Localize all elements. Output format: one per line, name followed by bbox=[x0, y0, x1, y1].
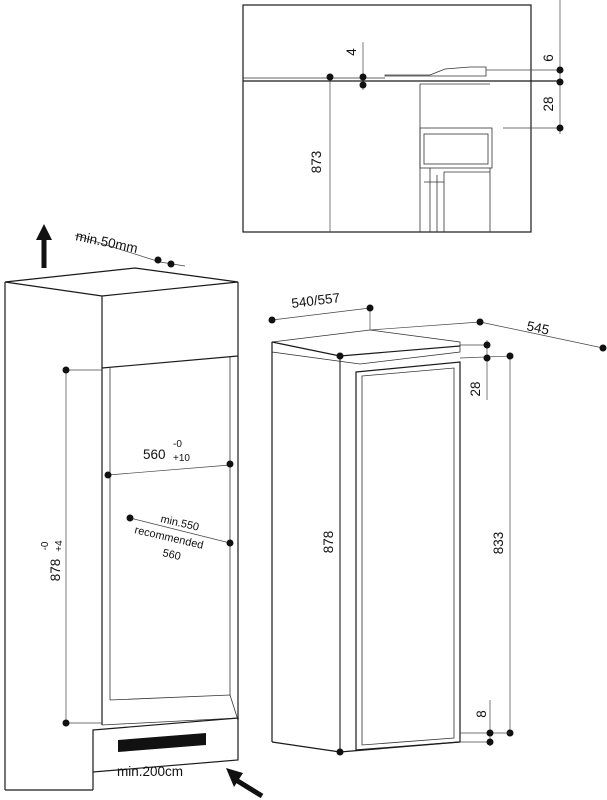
niche-depth-dot-a bbox=[126, 514, 134, 522]
appliance-bottom-edge bbox=[271, 741, 341, 753]
inset-dim-873-dot bbox=[326, 73, 334, 81]
appliance-height-dot-a bbox=[336, 352, 344, 360]
niche-width-line bbox=[107, 464, 231, 476]
niche-height-tol-top: -0 bbox=[40, 541, 51, 550]
inset-compartment bbox=[419, 127, 493, 169]
cabinet-top-face bbox=[4, 267, 239, 297]
niche-height-dot-b bbox=[62, 719, 70, 727]
appliance-width-line bbox=[271, 307, 371, 321]
appliance-width-dot-b bbox=[366, 304, 374, 312]
top-clearance-dot-a bbox=[154, 256, 162, 264]
appliance-depth-dot-a bbox=[476, 318, 484, 326]
appliance-width-dot-a bbox=[268, 316, 276, 324]
top-clearance-line bbox=[74, 234, 161, 263]
inset-hinge-bracket bbox=[384, 66, 487, 77]
appliance-depth-label: 545 bbox=[525, 318, 550, 337]
vent-opening-label: min.200cm bbox=[117, 764, 183, 779]
appliance-door-inner bbox=[361, 367, 455, 746]
vent-arrow-icon bbox=[226, 768, 243, 787]
up-arrow-icon bbox=[36, 224, 52, 240]
appliance-depth-line bbox=[479, 321, 604, 349]
top-clearance-label: min.50mm bbox=[74, 228, 139, 256]
niche-width-tol-bottom: +10 bbox=[173, 453, 190, 464]
inset-dim-6-dot-b bbox=[556, 78, 564, 86]
appliance-top-left bbox=[271, 341, 341, 357]
appliance-width-label: 540/557 bbox=[291, 290, 341, 311]
appliance-bottom-gap-label: 8 bbox=[474, 710, 489, 718]
niche-height-tol-bottom: +4 bbox=[54, 540, 65, 552]
cabinet-top-panel-bottom bbox=[101, 355, 239, 369]
inset-detail: 873 4 6 28 bbox=[242, 0, 564, 233]
appliance-gap-dot-a bbox=[483, 341, 491, 349]
appliance-top-face bbox=[271, 329, 461, 365]
niche-width-label: 560 bbox=[143, 447, 166, 462]
niche-width-dot-b bbox=[226, 460, 234, 468]
appliance-drawing: 540/557 545 28 833 878 8 bbox=[268, 290, 607, 756]
appliance-base bbox=[339, 741, 461, 753]
niche-height-dot-a bbox=[62, 366, 70, 374]
niche-depth-dot-b bbox=[226, 539, 234, 547]
inset-frame bbox=[242, 4, 532, 233]
niche-floor bbox=[101, 694, 239, 726]
inset-dim-873-label: 873 bbox=[309, 151, 324, 174]
inset-dim-28-label: 28 bbox=[541, 96, 556, 111]
appliance-height-dot-b bbox=[336, 748, 344, 756]
inset-dim-28-dot bbox=[556, 124, 564, 132]
appliance-gap-dot-b bbox=[483, 354, 491, 362]
niche-height-label: 878 bbox=[48, 559, 63, 582]
appliance-door bbox=[355, 361, 461, 751]
inset-dim-4-dot-a bbox=[359, 73, 367, 81]
inset-dim-4-label: 4 bbox=[344, 48, 359, 56]
appliance-door-height-label: 833 bbox=[491, 532, 506, 555]
top-clearance-dot-b bbox=[167, 260, 175, 268]
inset-dim-4-dot-b bbox=[359, 81, 367, 89]
appliance-top-front bbox=[339, 345, 461, 357]
vent-arrow-shaft bbox=[234, 777, 264, 799]
niche-width-dot-a bbox=[104, 471, 112, 479]
vent-opening bbox=[118, 733, 206, 752]
appliance-door-height-dot-a bbox=[506, 352, 514, 360]
niche-width-tol-top: -0 bbox=[173, 439, 182, 450]
appliance-height-label: 878 bbox=[321, 531, 336, 554]
appliance-gap-label: 28 bbox=[468, 381, 483, 396]
appliance-depth-dot-b bbox=[599, 344, 607, 352]
niche-drawing: min.50mm 560 -0 +10 min.550 recommend bbox=[4, 224, 264, 799]
inset-dim-6-dot bbox=[556, 66, 564, 74]
niche-depth-line bbox=[129, 517, 231, 544]
appliance-bottom-gap-dot-b bbox=[486, 738, 494, 746]
inset-dim-6-label: 6 bbox=[541, 54, 556, 62]
inset-compartment-inner bbox=[423, 133, 489, 165]
plinth bbox=[92, 717, 239, 773]
niche-depth-line3: 560 bbox=[161, 547, 182, 563]
appliance-bottom-gap-dot-a bbox=[486, 729, 494, 737]
appliance-depth-ext bbox=[369, 321, 481, 331]
